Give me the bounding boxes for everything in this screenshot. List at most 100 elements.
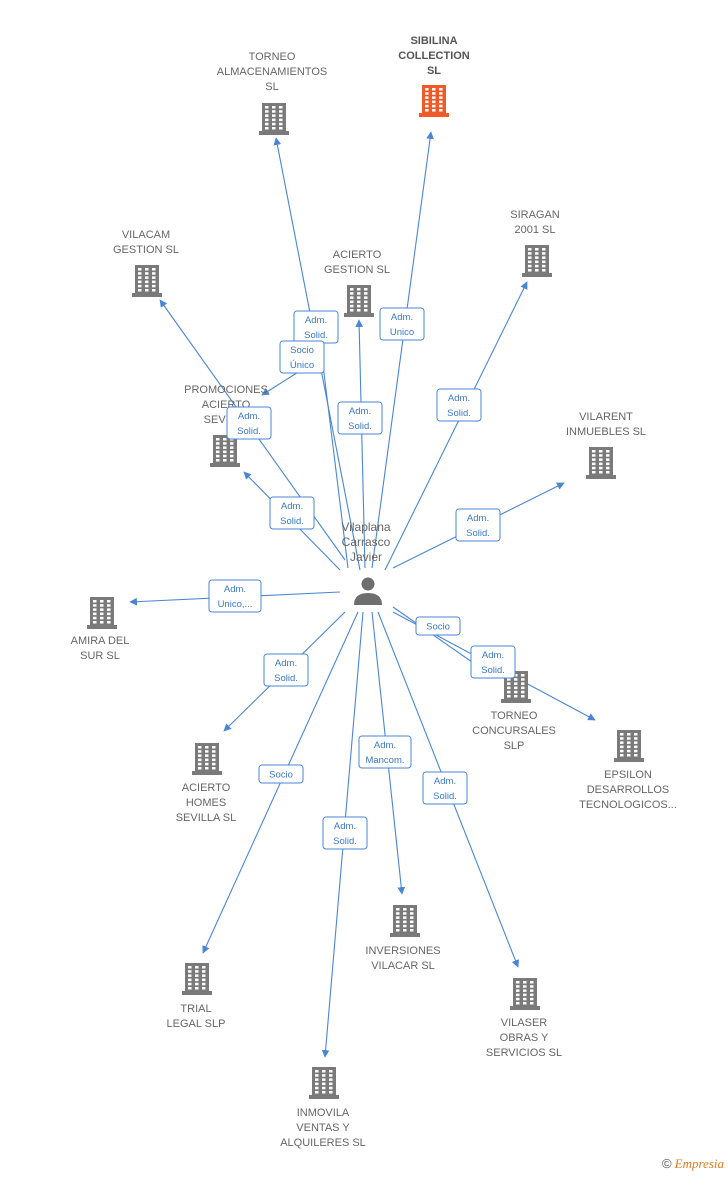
company-node-amira-del-sur[interactable]: AMIRA DEL SUR SL (71, 597, 130, 662)
relation-label: Adm. (374, 740, 396, 751)
relation-badge[interactable]: Adm. Solid. (322, 816, 368, 850)
company-name: AMIRA DEL (71, 635, 130, 647)
building-icon[interactable] (522, 245, 552, 277)
company-node-vilacam-gestion[interactable]: VILACAM GESTION SL (113, 229, 179, 297)
relation-label: Mancom. (365, 755, 404, 766)
relation-label: Solid. (447, 408, 471, 419)
relation-badge[interactable]: Adm. Solid. (436, 388, 482, 422)
brand-name: Empresia (674, 1156, 724, 1171)
company-name: TECNOLOGICOS... (579, 799, 677, 811)
relation-badge[interactable]: Adm.Solid. (422, 771, 468, 805)
company-name: SERVICIOS SL (486, 1047, 562, 1059)
company-node-siragan-2001[interactable]: SIRAGAN 2001 SL (510, 209, 560, 277)
company-name: VENTAS Y (296, 1122, 350, 1134)
relation-badge[interactable]: Adm. Mancom. (358, 735, 412, 769)
relation-label: Adm. (238, 411, 260, 422)
company-name: PROMOCIONES (184, 384, 268, 396)
relation-badge[interactable]: Adm.Solid. (470, 645, 516, 679)
relation-badge[interactable]: Adm. Solid. (263, 653, 309, 687)
building-icon[interactable] (309, 1067, 339, 1099)
relation-badge[interactable]: Adm.Unico,... (208, 579, 262, 613)
person-name: Vilaplana (341, 520, 390, 534)
company-node-sibilina-collection[interactable]: SIBILINA COLLECTION SL (398, 35, 470, 117)
company-name: EPSILON (604, 769, 652, 781)
relation-badge[interactable]: Adm.Solid. (293, 310, 339, 344)
relation-label: Solid. (274, 673, 298, 684)
company-name: SL (427, 65, 441, 77)
relation-badge[interactable]: Adm.Solid. (337, 401, 383, 435)
building-icon[interactable] (614, 730, 644, 762)
company-name: GESTION SL (324, 264, 390, 276)
company-name: VILACAR SL (371, 960, 435, 972)
company-name: SEVILLA SL (176, 812, 237, 824)
building-icon[interactable] (87, 597, 117, 629)
edge2-promociones-acierto-sevilla (261, 356, 349, 569)
relation-label: Adm. (448, 393, 470, 404)
company-name: ALQUILERES SL (280, 1137, 366, 1149)
relation-label: Unico (390, 327, 414, 338)
relation-badge[interactable]: Socio (415, 616, 461, 636)
person-icon (354, 577, 382, 605)
relation-badge[interactable]: Adm.Solid. (455, 508, 501, 542)
company-name: HOMES (186, 797, 226, 809)
relation-label: Solid. (433, 791, 457, 802)
relation-label: Solid. (466, 528, 490, 539)
relation-label: Socio (426, 622, 450, 633)
company-name: COLLECTION (398, 50, 470, 62)
relation-label: Adm. (275, 658, 297, 669)
company-name: INMOVILA (297, 1107, 350, 1119)
relation-label: Adm. (334, 821, 356, 832)
company-name: CONCURSALES (472, 725, 556, 737)
company-name: TRIAL (180, 1003, 211, 1015)
relation-label: Adm. (305, 315, 327, 326)
company-name: SUR SL (80, 650, 120, 662)
relation-label: Adm. (349, 406, 371, 417)
company-name: VILACAM (122, 229, 170, 241)
relation-label: Solid. (481, 665, 505, 676)
building-icon[interactable] (132, 265, 162, 297)
brand-logo: ©Empresia (662, 1156, 724, 1172)
company-name: 2001 SL (515, 224, 556, 236)
building-icon[interactable] (210, 435, 240, 467)
company-name: SL (265, 81, 278, 93)
building-icon[interactable] (344, 285, 374, 317)
building-icon[interactable] (192, 743, 222, 775)
building-icon[interactable] (510, 978, 540, 1010)
company-name: SIRAGAN (510, 209, 560, 221)
company-name: VILASER (501, 1017, 548, 1029)
relation-label: Solid. (333, 836, 357, 847)
company-name: SLP (504, 740, 525, 752)
building-icon[interactable] (390, 905, 420, 937)
building-icon[interactable] (259, 103, 289, 135)
relation-label: Adm. (281, 501, 303, 512)
relation-badge[interactable]: Adm. Solid. (269, 496, 315, 530)
building-icon[interactable] (586, 447, 616, 479)
company-node-inmovila-ventas[interactable]: INMOVILA VENTAS Y ALQUILERES SL (280, 1067, 366, 1149)
company-name: GESTION SL (113, 244, 179, 256)
relation-label: Adm. (224, 584, 246, 595)
company-node-epsilon-desarrollos[interactable]: EPSILONDESARROLLOSTECNOLOGICOS... (579, 730, 677, 811)
company-name: ALMACENAMIENTOS (217, 66, 327, 78)
company-name: SIBILINA (410, 35, 457, 47)
relation-badge[interactable]: Adm.Unico (379, 307, 425, 341)
relation-badge[interactable]: Adm. Solid. (226, 406, 272, 440)
person-name: Carrasco (342, 535, 391, 549)
building-icon[interactable] (182, 963, 212, 995)
relation-label: Solid. (280, 516, 304, 527)
relation-label: Solid. (237, 426, 261, 437)
company-node-torneo-almacenamientos[interactable]: TORNEO ALMACENAMIENTOS SL (217, 51, 327, 135)
building-icon[interactable] (419, 85, 449, 117)
company-name: TORNEO (249, 51, 296, 63)
relation-badge[interactable]: Socio (258, 764, 304, 784)
